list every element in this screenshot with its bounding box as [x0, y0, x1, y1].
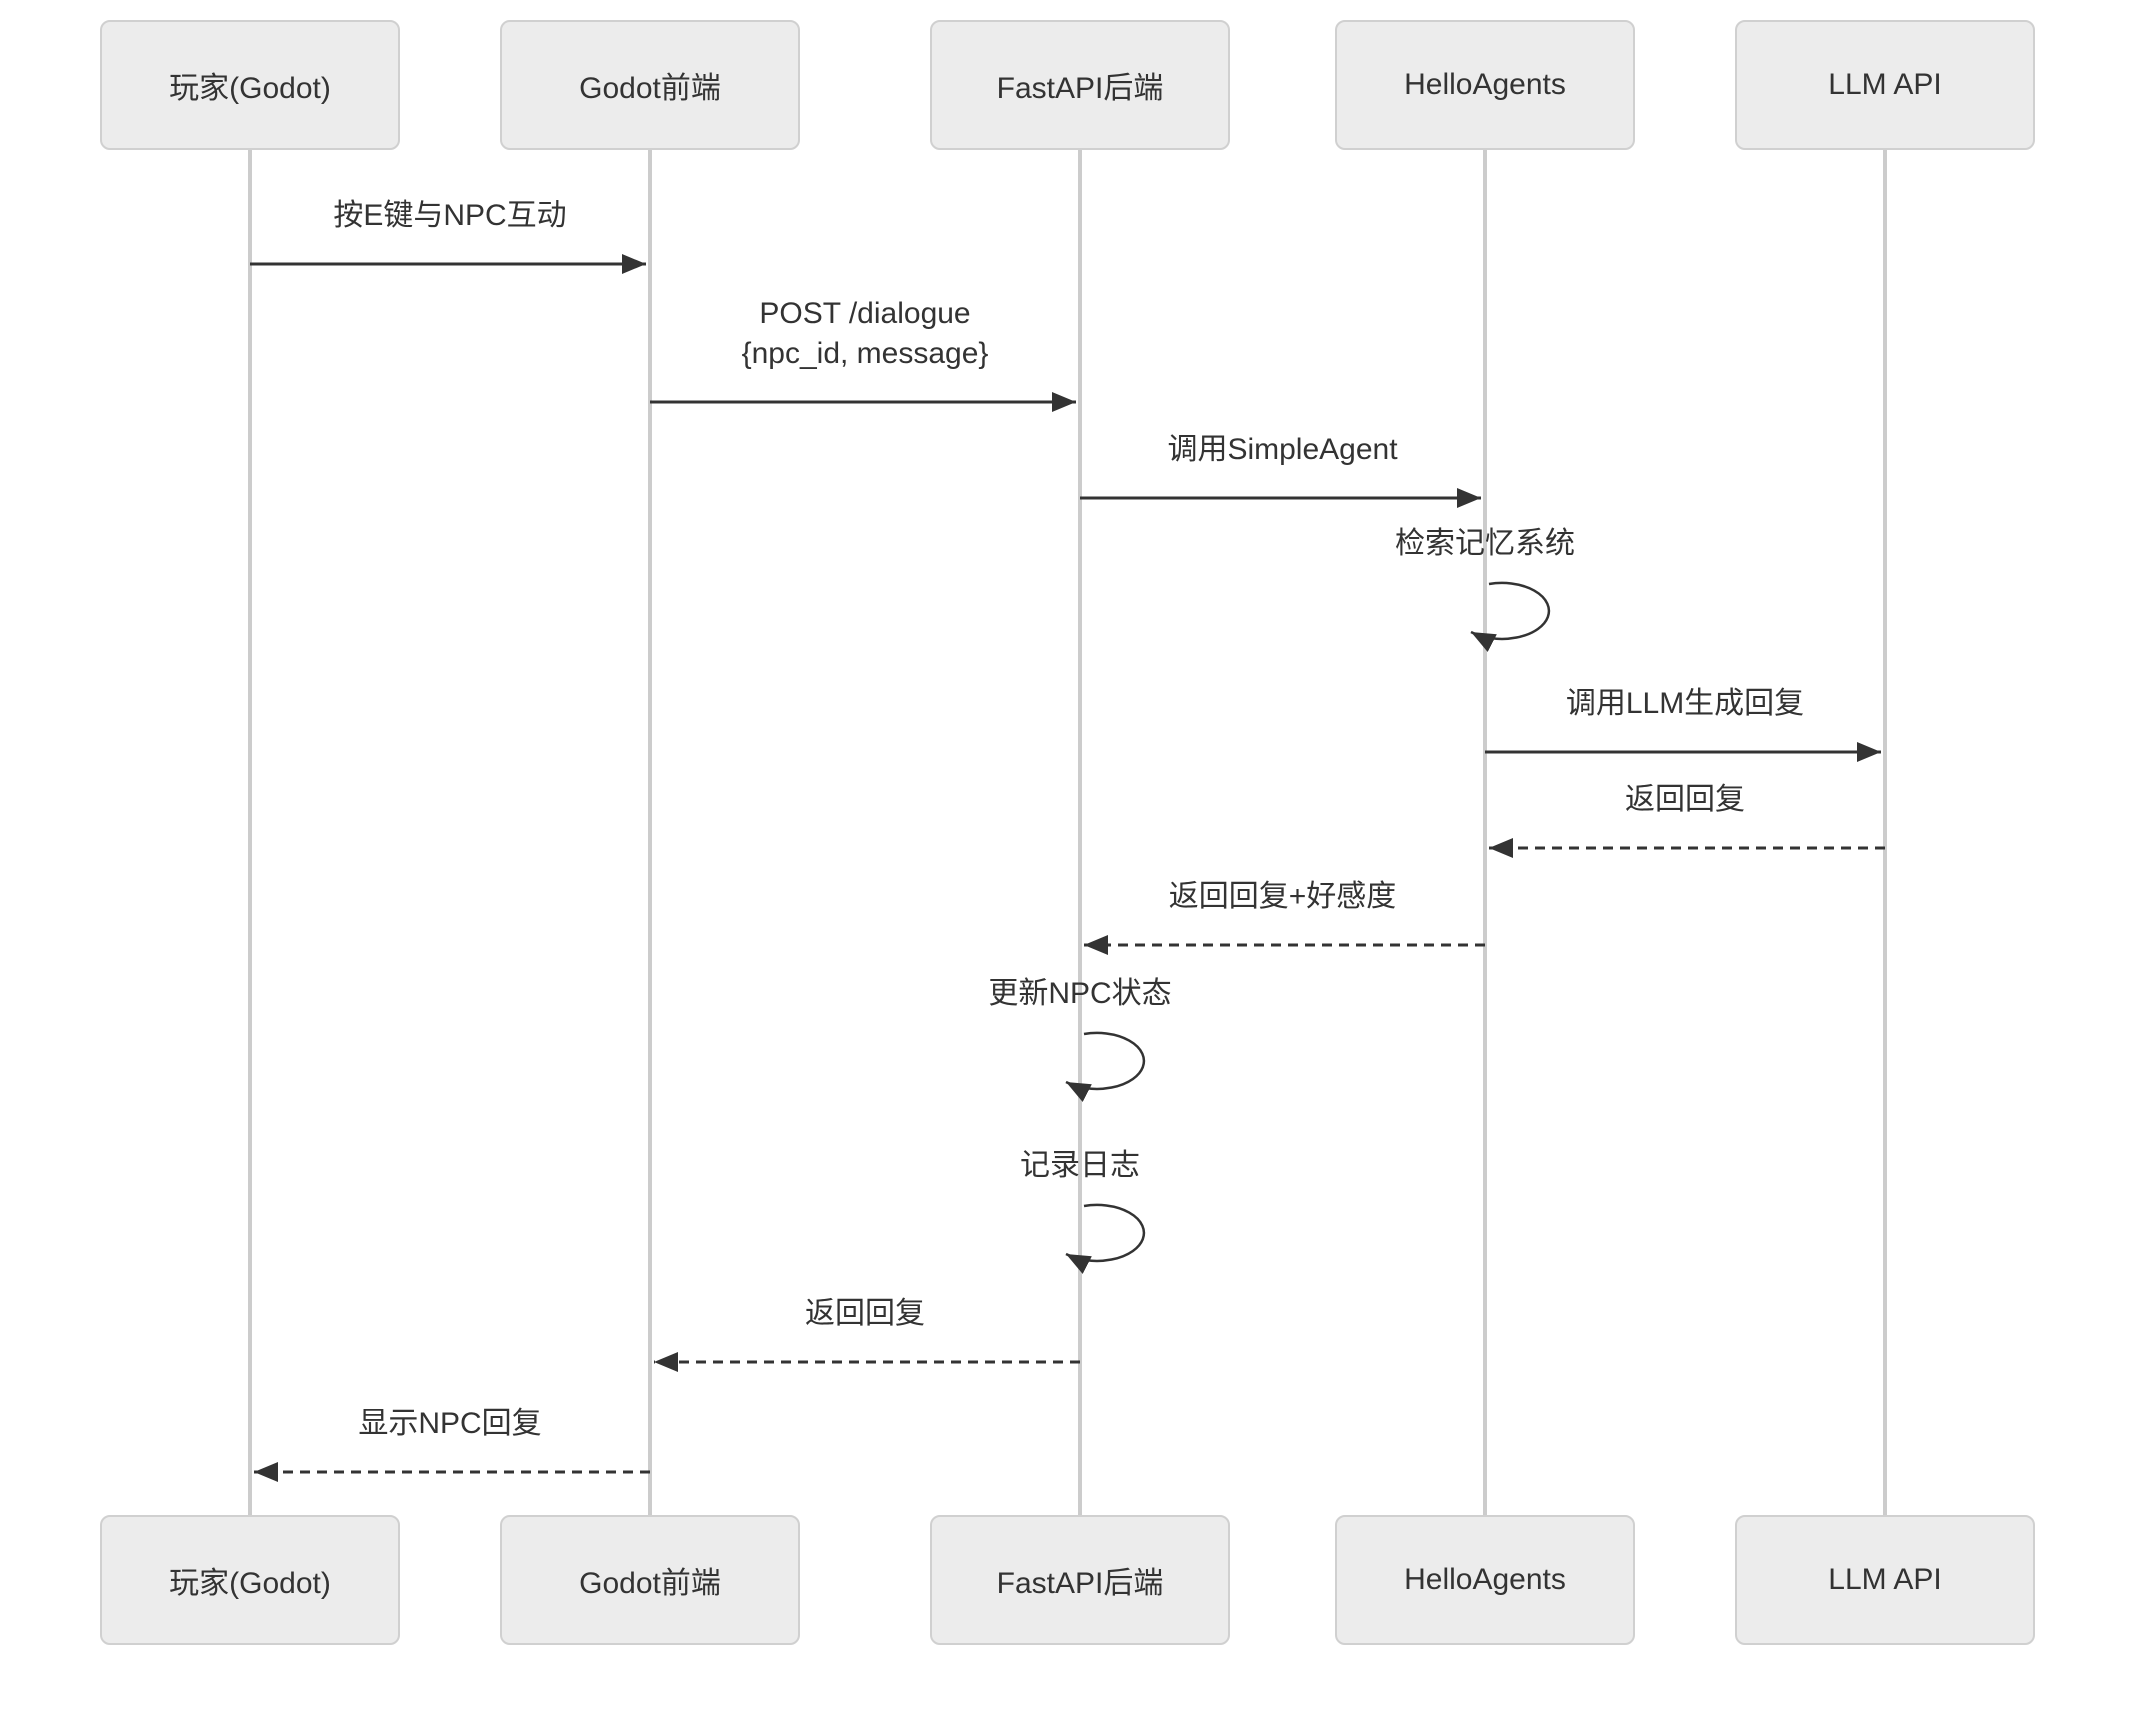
actor-box-bottom-helloagents: HelloAgents — [1335, 1515, 1635, 1645]
message-label-1: 按E键与NPC互动 — [333, 196, 566, 236]
actor-box-top-llm-api: LLM API — [1735, 20, 2035, 150]
message-label-5: 调用LLM生成回复 — [1566, 684, 1804, 724]
actor-label-llm-api: LLM API — [1828, 68, 1942, 101]
actor-label-godot-frontend: Godot前端 — [579, 1567, 721, 1600]
actor-label-helloagents: HelloAgents — [1404, 68, 1566, 101]
message-label-11: 显示NPC回复 — [358, 1404, 541, 1444]
message-label-line: 记录日志 — [1020, 1149, 1140, 1182]
actor-label-fastapi-backend: FastAPI后端 — [996, 1567, 1164, 1600]
message-label-line: 调用LLM生成回复 — [1565, 687, 1805, 720]
actor-box-top-fastapi-backend: FastAPI后端 — [930, 20, 1230, 150]
message-label-line: 返回回复+好感度 — [1168, 880, 1397, 913]
message-label-line: 按E键与NPC互动 — [333, 199, 567, 232]
message-label-line: {npc_id, message} — [741, 337, 989, 370]
message-label-10: 返回回复 — [805, 1294, 925, 1334]
actor-box-bottom-player: 玩家(Godot) — [100, 1515, 400, 1645]
self-loop-arrow-8 — [1065, 1031, 1146, 1102]
message-label-line: 显示NPC回复 — [358, 1407, 542, 1440]
message-label-3: 调用SimpleAgent — [1167, 430, 1397, 470]
self-loop-arrow-4 — [1470, 581, 1551, 652]
self-loop-arrow-9 — [1065, 1203, 1146, 1274]
message-label-line: 更新NPC状态 — [988, 977, 1172, 1010]
actor-label-godot-frontend: Godot前端 — [579, 72, 721, 105]
actor-label-fastapi-backend: FastAPI后端 — [996, 72, 1164, 105]
message-label-line: 返回回复 — [1625, 783, 1745, 816]
message-label-line: 返回回复 — [805, 1297, 925, 1330]
actor-box-top-helloagents: HelloAgents — [1335, 20, 1635, 150]
actor-box-top-godot-frontend: Godot前端 — [500, 20, 800, 150]
message-label-6: 返回回复 — [1625, 780, 1745, 820]
message-label-4: 检索记忆系统 — [1395, 524, 1575, 564]
message-label-8: 更新NPC状态 — [988, 974, 1171, 1014]
message-label-line: 检索记忆系统 — [1395, 527, 1575, 560]
actor-label-helloagents: HelloAgents — [1404, 1563, 1566, 1596]
actor-box-bottom-godot-frontend: Godot前端 — [500, 1515, 800, 1645]
message-label-2: POST /dialogue {npc_id, message} — [742, 294, 989, 374]
actor-label-player: 玩家(Godot) — [169, 72, 331, 105]
message-label-9: 记录日志 — [1020, 1146, 1140, 1186]
message-label-line: POST /dialogue — [759, 297, 971, 330]
actor-box-bottom-fastapi-backend: FastAPI后端 — [930, 1515, 1230, 1645]
actor-label-llm-api: LLM API — [1828, 1563, 1942, 1596]
actor-box-top-player: 玩家(Godot) — [100, 20, 400, 150]
actor-box-bottom-llm-api: LLM API — [1735, 1515, 2035, 1645]
message-label-line: 调用SimpleAgent — [1167, 433, 1398, 466]
message-label-7: 返回回复+好感度 — [1169, 877, 1397, 917]
actor-label-player: 玩家(Godot) — [169, 1567, 331, 1600]
